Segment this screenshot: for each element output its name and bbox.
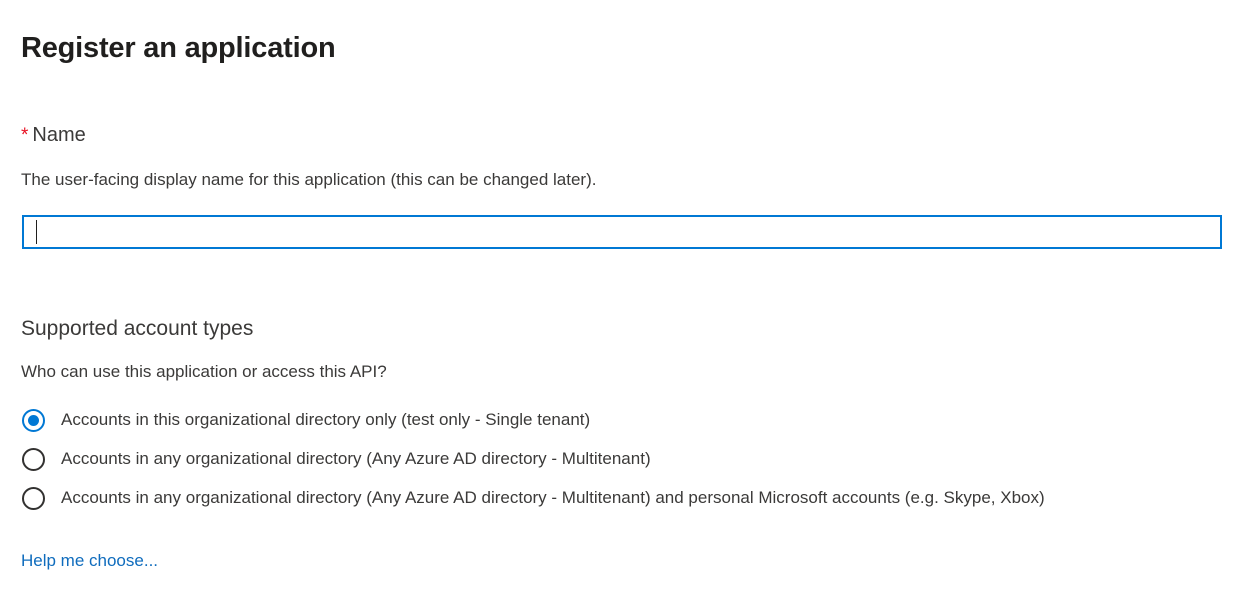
name-field-description: The user-facing display name for this ap… <box>21 170 597 189</box>
supported-account-types-heading: Supported account types <box>21 317 254 340</box>
name-input-container[interactable] <box>22 215 1222 249</box>
required-asterisk-icon: * <box>21 125 29 146</box>
radio-option-single-tenant[interactable]: Accounts in this organizational director… <box>22 405 1232 435</box>
supported-account-types-radio-group: Accounts in this organizational director… <box>22 405 1232 522</box>
radio-indicator-icon[interactable] <box>22 408 45 432</box>
name-input[interactable] <box>22 215 1222 249</box>
radio-option-label: Accounts in this organizational director… <box>61 410 591 429</box>
supported-account-types-description: Who can use this application or access t… <box>21 362 387 381</box>
radio-option-multitenant[interactable]: Accounts in any organizational directory… <box>22 444 1232 474</box>
radio-indicator-icon[interactable] <box>22 447 45 471</box>
radio-indicator-icon[interactable] <box>22 486 45 510</box>
help-me-choose-link[interactable]: Help me choose... <box>21 551 159 570</box>
radio-option-label: Accounts in any organizational directory… <box>61 449 651 468</box>
name-label-text: Name <box>32 124 86 146</box>
radio-option-label: Accounts in any organizational directory… <box>61 488 1045 507</box>
name-field-label: *Name <box>21 122 86 149</box>
page-title: Register an application <box>21 32 336 65</box>
radio-option-multitenant-and-personal[interactable]: Accounts in any organizational directory… <box>22 483 1232 513</box>
